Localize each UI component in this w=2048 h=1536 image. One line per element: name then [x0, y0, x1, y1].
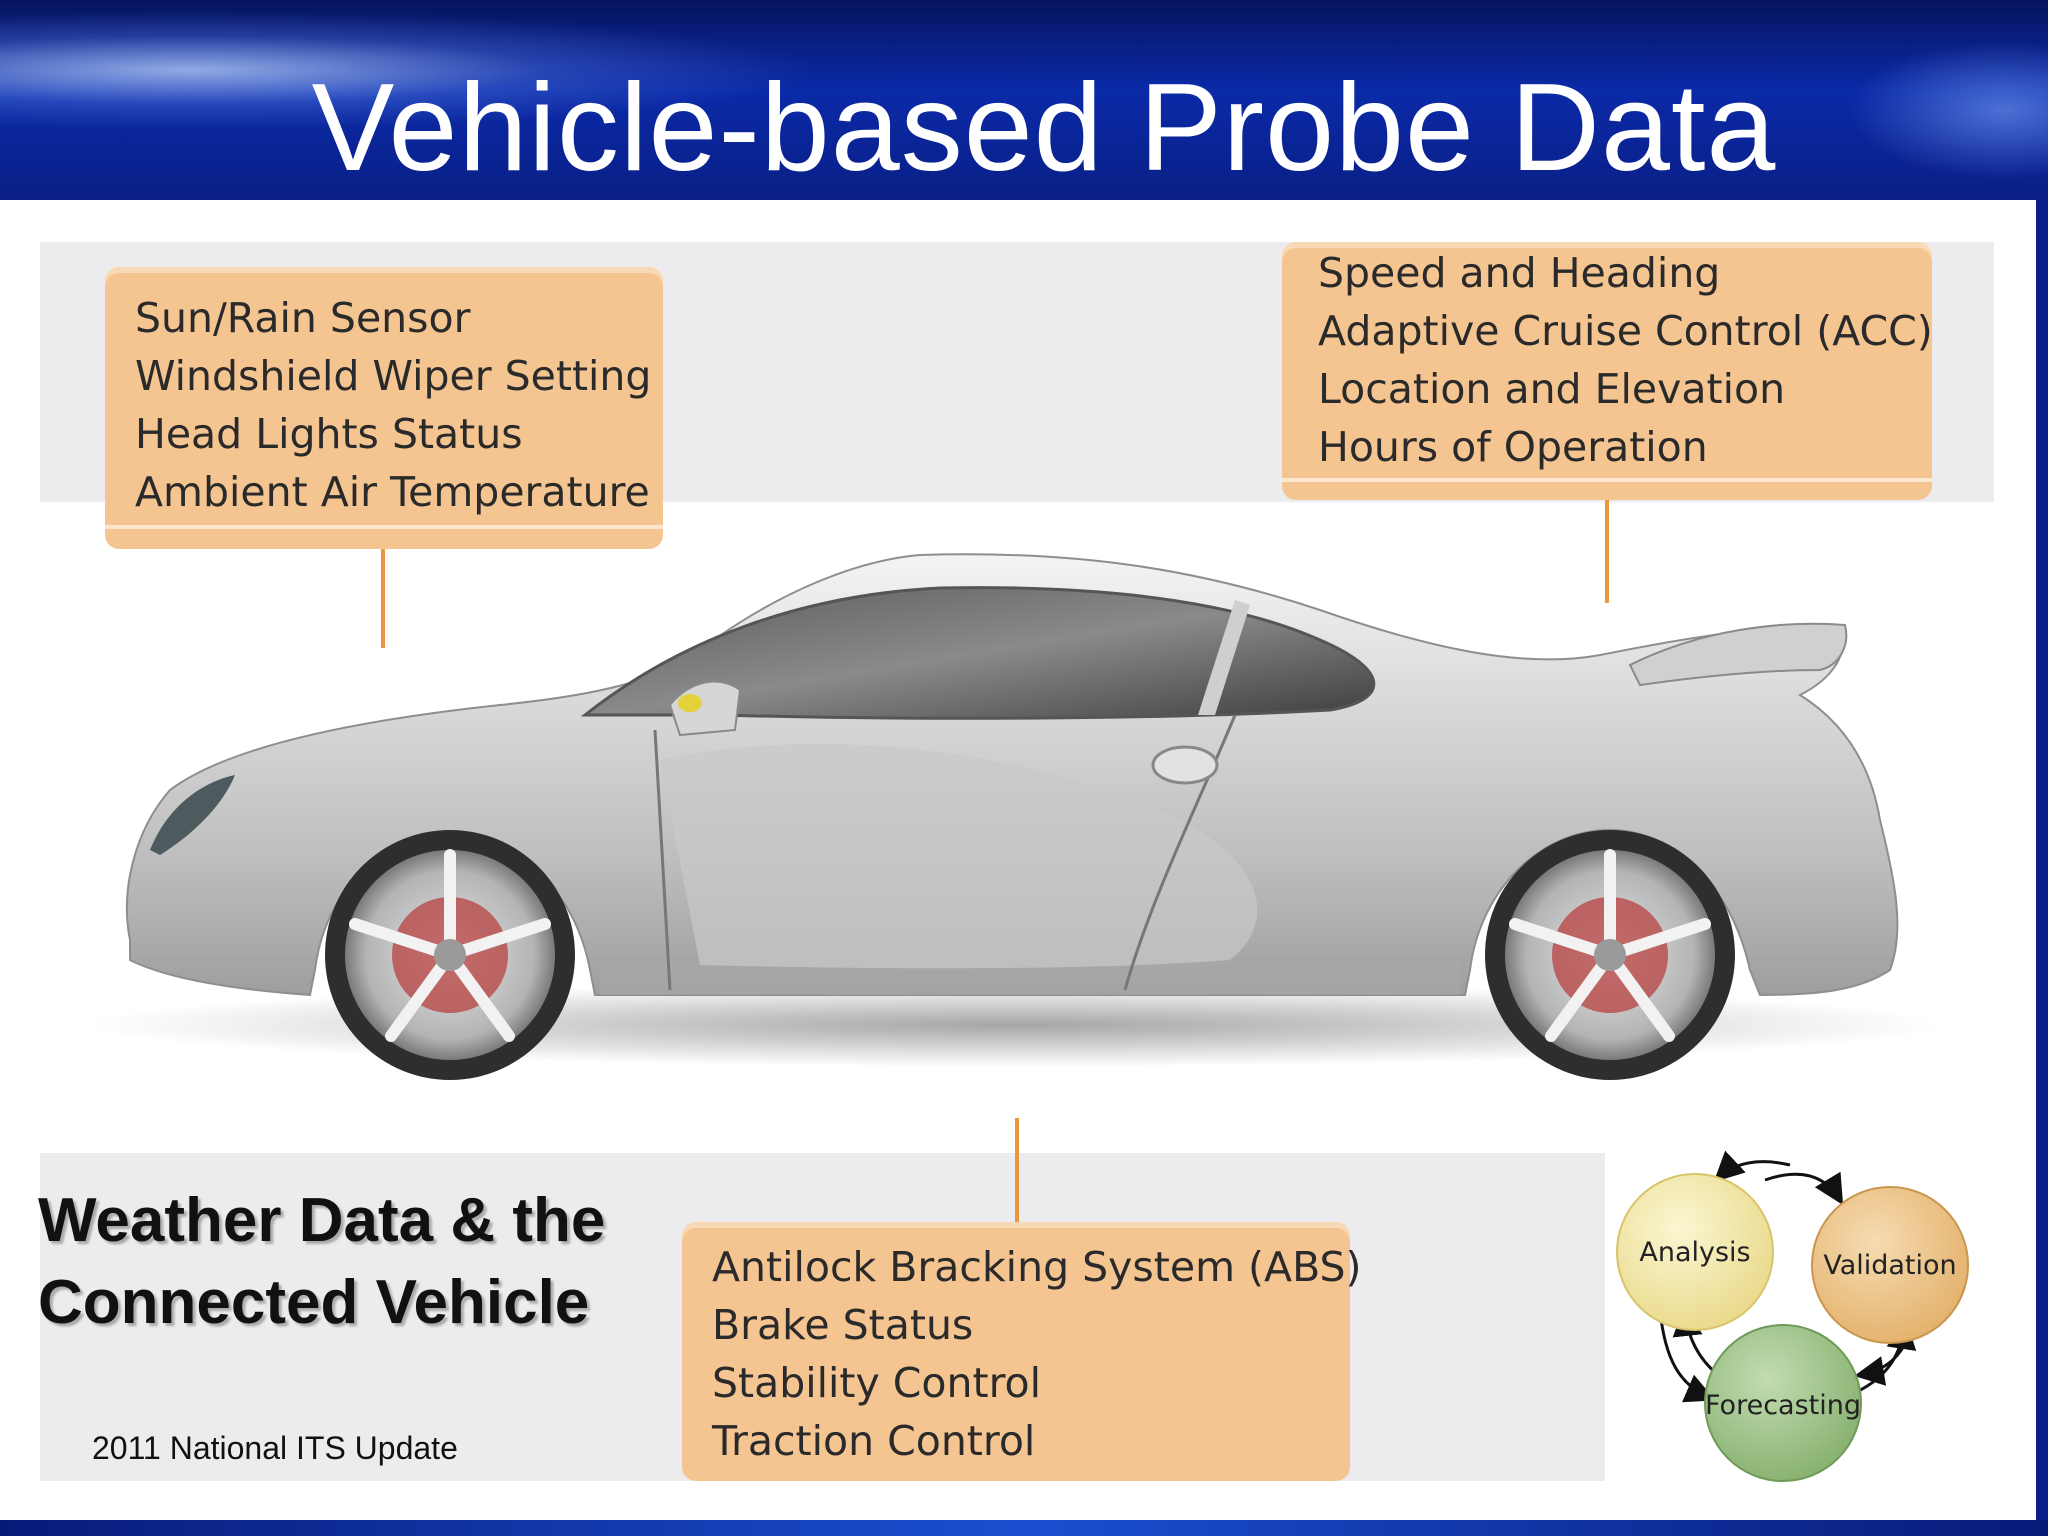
info-box-environment: Sun/Rain Sensor Windshield Wiper Setting…: [105, 267, 663, 549]
analysis-label: Analysis: [1639, 1237, 1750, 1268]
box-item: Head Lights Status: [135, 410, 523, 458]
header-glow: [0, 10, 820, 130]
analysis-node: [1616, 1173, 1774, 1331]
info-box-motion: Speed and Heading Adaptive Cruise Contro…: [1282, 242, 1933, 500]
car-illustration: [85, 553, 1945, 1080]
validation-label: Validation: [1823, 1250, 1956, 1281]
content-panel: Sun/Rain Sensor Windshield Wiper Setting…: [0, 200, 2036, 1520]
branding-title: Weather Data & the Connected Vehicle: [38, 1180, 605, 1344]
box-item: Location and Elevation: [1318, 365, 1786, 413]
box-item: Sun/Rain Sensor: [135, 294, 471, 342]
box-item: Antilock Bracking System (ABS): [712, 1243, 1362, 1291]
box-item: Ambient Air Temperature: [135, 468, 650, 516]
cycle-diagram: Analysis Validation Forecasting: [1616, 1150, 1969, 1482]
branding-title-line2: Connected Vehicle: [38, 1268, 590, 1337]
header-band: Vehicle-based Probe Data: [0, 0, 2048, 200]
bottom-band: [0, 1520, 2048, 1536]
connector-top-left: [381, 548, 385, 648]
forecasting-node: [1704, 1324, 1862, 1482]
box-item: Speed and Heading: [1318, 249, 1721, 297]
footer-text: 2011 National ITS Update: [92, 1430, 458, 1466]
forecasting-label: Forecasting: [1705, 1390, 1861, 1421]
info-box-braking: Antilock Bracking System (ABS) Brake Sta…: [682, 1222, 1362, 1481]
connector-bottom: [1015, 1118, 1019, 1224]
connector-top-right: [1605, 500, 1609, 603]
box-item: Brake Status: [712, 1301, 974, 1349]
header-glow-right: [1848, 40, 2048, 180]
box-item: Windshield Wiper Setting: [135, 352, 652, 400]
box-item: Adaptive Cruise Control (ACC): [1318, 307, 1933, 355]
box-item: Stability Control: [712, 1359, 1042, 1407]
box-item: Hours of Operation: [1318, 423, 1708, 471]
box-item: Traction Control: [712, 1417, 1036, 1465]
slide-title: Vehicle-based Probe Data: [311, 59, 1777, 197]
branding-title-line1: Weather Data & the: [38, 1186, 606, 1255]
validation-node: [1811, 1186, 1969, 1344]
